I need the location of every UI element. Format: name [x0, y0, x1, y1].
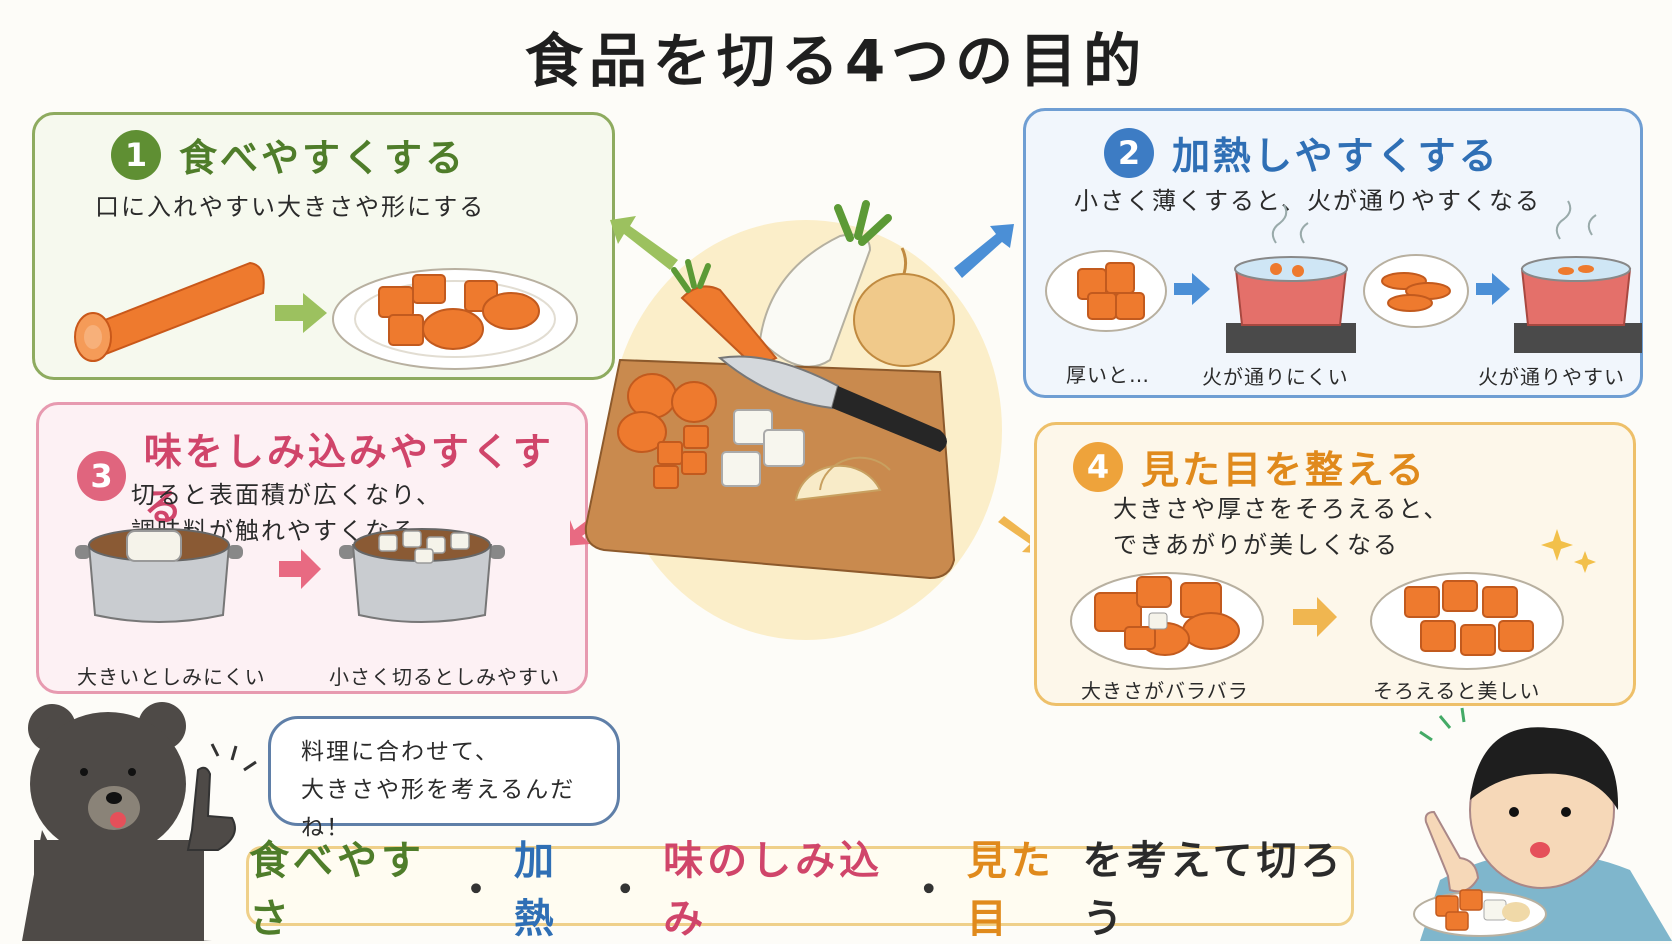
plate-even-pieces-icon: [1370, 572, 1564, 670]
carrot-pieces-icon: [378, 274, 540, 350]
summary-ease-of-eating: 食べやすさ: [249, 838, 425, 942]
card-4-heading: 4 見た目を整える: [1073, 439, 1427, 494]
speech-line-1: 料理に合わせて、: [301, 739, 500, 765]
pot-small-pieces-icon: [339, 528, 505, 623]
card-appearance: 4 見た目を整える 大きさや厚さをそろえると、 できあがりが美しくなる: [1034, 422, 1636, 706]
summary-heating: 加熱: [513, 838, 558, 942]
card-1-heading: 1 食べやすくする: [111, 127, 466, 182]
card-flavor-absorption: 3 味をしみ込みやすくする 切ると表面積が広くなり、 調味料が触れやすくなる 大…: [36, 402, 588, 694]
card-2-heading-text: 加熱しやすくする: [1172, 134, 1500, 178]
arrow-icon: [275, 293, 327, 333]
card-1-illustration: [74, 261, 578, 370]
arrow-icon: [610, 216, 678, 270]
arrow-icon: [1293, 597, 1337, 637]
speech-line-2: 大きさや形を考えるんだね！: [301, 777, 576, 841]
plate-thick-pieces-icon: [1045, 250, 1167, 332]
arrow-icon: [1476, 273, 1510, 305]
arrow-icon: [998, 516, 1030, 553]
caption-large-hard-to-absorb: 大きいとしみにくい: [77, 665, 266, 689]
card-2-description: 小さく薄くすると、火が通りやすくなる: [1074, 187, 1542, 215]
onion-slice-icon: [794, 456, 891, 502]
summary-tail: を考えて切ろう: [1082, 838, 1345, 942]
steam-icon: [1271, 204, 1288, 244]
carrot-icon: [671, 259, 778, 370]
knife-icon: [717, 355, 947, 452]
caption-uneven: 大きさがバラバラ: [1081, 679, 1249, 703]
daikon-icon: [758, 200, 892, 368]
card-4-description: 大きさや厚さをそろえると、 できあがりが美しくなる: [1113, 491, 1449, 563]
caption-easy-to-heat: 火が通りやすい: [1478, 365, 1625, 389]
summary-appearance: 見た目: [966, 838, 1055, 942]
page-title: 食品を切る4つの目的: [524, 27, 1148, 95]
arrow-icon: [279, 549, 321, 589]
caption-even-beautiful: そろえると美しい: [1373, 679, 1541, 703]
card-3-heading-text: 味をしみ込みやすくする: [143, 430, 554, 529]
number-badge-3: 3: [77, 451, 126, 501]
pot-large-pieces-icon: [75, 528, 243, 623]
card-4-heading-text: 見た目を整える: [1141, 448, 1427, 492]
card-2-heading: 2 加熱しやすくする: [1104, 125, 1500, 180]
card-4-illustration: [1070, 529, 1596, 670]
plate-thin-slices-icon: [1363, 254, 1469, 328]
pot-on-stove-icon: [1226, 204, 1356, 353]
card-easy-to-eat: 1 食べやすくする 口に入れやすい大きさや形にする: [32, 112, 615, 380]
card-4-desc-line-1: 大きさや厚さをそろえると、: [1113, 495, 1450, 523]
card-3-desc-line-1: 切ると表面積が広くなり、: [131, 481, 443, 509]
carrot-slices-icon: [617, 373, 717, 489]
onion-icon: [853, 247, 955, 367]
card-4-desc-line-2: できあがりが美しくなる: [1113, 531, 1399, 559]
arrow-icon: [1174, 273, 1210, 305]
caption-thick: 厚いと…: [1066, 363, 1150, 387]
caption-hard-to-heat: 火が通りにくい: [1202, 365, 1349, 389]
card-2-illustration: [1045, 200, 1642, 353]
number-badge-1: 1: [111, 129, 161, 180]
separator-dot-2: ・: [605, 867, 650, 913]
whole-carrot-icon: [74, 261, 265, 362]
card-1-heading-text: 食べやすくする: [179, 136, 467, 180]
bear-icon: [22, 702, 257, 941]
caption-small-easy-to-absorb: 小さく切るとしみやすい: [329, 665, 560, 689]
card-easy-to-heat: 2 加熱しやすくする 小さく薄くすると、火が通りやすくなる: [1023, 108, 1643, 398]
sparkle-icon: [1541, 529, 1596, 573]
center-illustration: [570, 200, 1030, 640]
daikon-cubes-icon: [721, 409, 805, 487]
summary-flavor: 味のしみ込み: [663, 838, 884, 942]
steam-icon: [1555, 200, 1572, 240]
number-badge-4: 4: [1073, 441, 1123, 492]
separator-dot-3: ・: [908, 867, 953, 913]
speech-bubble-text: 料理に合わせて、 大きさや形を考えるんだね！: [301, 733, 617, 847]
card-1-description: 口に入れやすい大きさや形にする: [95, 193, 486, 221]
speech-bubble: 料理に合わせて、 大きさや形を考えるんだね！: [268, 716, 620, 841]
separator-dot-1: ・: [455, 867, 500, 913]
card-3-illustration: [75, 528, 505, 623]
plate-uneven-pieces-icon: [1070, 572, 1264, 670]
boy-icon: [1413, 707, 1672, 941]
arrow-icon: [954, 224, 1014, 278]
number-badge-2: 2: [1104, 127, 1154, 178]
pot-boiling-icon: [1514, 200, 1642, 353]
card-3-heading: 3 味をしみ込みやすくする: [77, 421, 585, 531]
pointing-hand-icon: [186, 766, 236, 851]
summary-banner: 食べやすさ ・ 加熱 ・ 味のしみ込み ・ 見た目 を考えて切ろう: [246, 838, 1354, 942]
